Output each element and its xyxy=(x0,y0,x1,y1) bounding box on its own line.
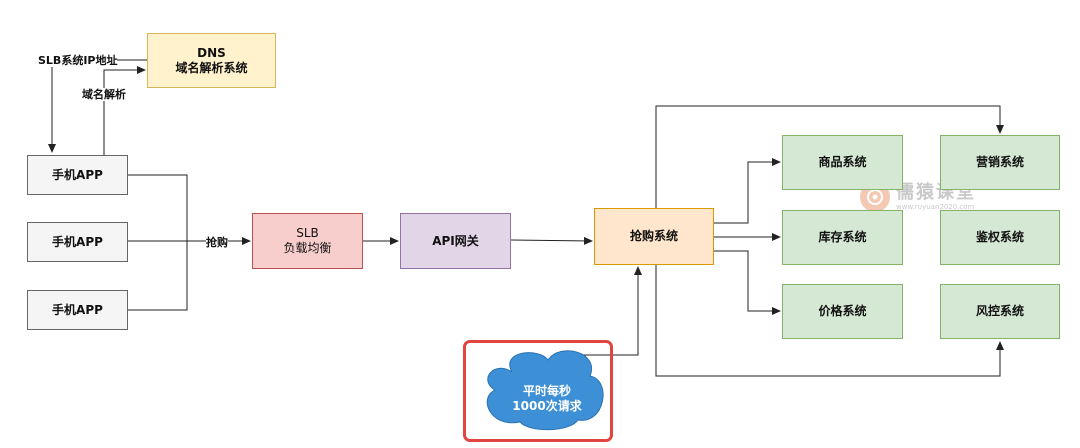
phone-app-node-3[interactable]: 手机APP xyxy=(27,290,128,330)
edge-phone3-merge xyxy=(128,241,188,311)
cloud-shape xyxy=(486,350,604,431)
seckill-system-node[interactable]: 抢购系统 xyxy=(594,208,714,265)
phone-app-label-2: 手机APP xyxy=(52,234,103,249)
marketing-system-node[interactable]: 营销系统 xyxy=(940,135,1060,190)
edge-phone-to-dns xyxy=(103,66,146,155)
edge-dns-to-phone xyxy=(48,59,147,153)
inventory-system-label: 库存系统 xyxy=(818,230,867,244)
slb-title: SLB xyxy=(296,226,319,240)
risk-control-system-label: 风控系统 xyxy=(975,304,1024,318)
edge-label-slb-ip: SLB系统IP地址 xyxy=(38,54,118,67)
seckill-system-label: 抢购系统 xyxy=(629,229,678,243)
edge-label-dns-resolve: 域名解析 xyxy=(82,88,126,101)
cloud-label-line1: 平时每秒 xyxy=(522,384,571,398)
api-gateway-node[interactable]: API网关 xyxy=(400,213,511,269)
edge-seckill-to-price xyxy=(714,250,781,315)
phone-app-label-3: 手机APP xyxy=(52,302,103,317)
edge-seckill-to-risk xyxy=(655,265,1004,377)
slb-node[interactable]: SLB 负载均衡 xyxy=(252,213,363,269)
cloud-label: 平时每秒 1000次请求 xyxy=(492,384,602,414)
edge-api-to-seckill xyxy=(510,236,593,245)
product-system-node[interactable]: 商品系统 xyxy=(782,135,903,190)
dns-title: DNS xyxy=(197,45,226,60)
edge-phone1-merge xyxy=(128,174,188,241)
edge-seckill-to-marketing xyxy=(655,105,1004,208)
edge-label-seckill-request: 抢购 xyxy=(206,236,228,249)
edge-seckill-to-product xyxy=(714,158,781,224)
cloud-label-line2: 1000次请求 xyxy=(512,399,582,413)
product-system-label: 商品系统 xyxy=(818,155,867,169)
phone-app-node-2[interactable]: 手机APP xyxy=(27,222,128,262)
auth-system-label: 鉴权系统 xyxy=(975,230,1024,244)
phone-app-label-1: 手机APP xyxy=(52,167,103,182)
auth-system-node[interactable]: 鉴权系统 xyxy=(940,210,1060,265)
dns-node[interactable]: DNS 域名解析系统 xyxy=(147,33,276,88)
risk-control-system-node[interactable]: 风控系统 xyxy=(940,284,1060,339)
phone-app-node-1[interactable]: 手机APP xyxy=(27,155,128,195)
api-gateway-label: API网关 xyxy=(432,233,479,248)
price-system-node[interactable]: 价格系统 xyxy=(782,284,903,339)
inventory-system-node[interactable]: 库存系统 xyxy=(782,210,903,265)
cloud-highlight-box xyxy=(463,340,613,442)
slb-subtitle: 负载均衡 xyxy=(283,241,332,255)
price-system-label: 价格系统 xyxy=(818,304,867,318)
watermark-url: www.ruyuan2020.com xyxy=(896,202,975,211)
marketing-system-label: 营销系统 xyxy=(975,155,1024,169)
dns-subtitle: 域名解析系统 xyxy=(175,60,248,75)
